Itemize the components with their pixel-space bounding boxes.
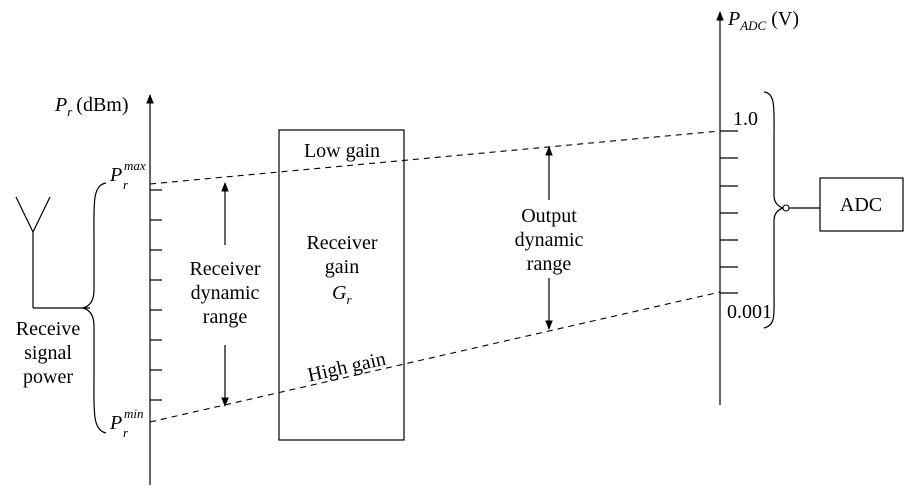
pr-min-superscript: min bbox=[124, 406, 144, 421]
receiver-gain-symbol: Gr bbox=[332, 282, 352, 307]
connector-node bbox=[782, 204, 790, 212]
left-axis-label: Pr(dBm) bbox=[54, 94, 129, 119]
pr-min-subscript: r bbox=[123, 425, 129, 440]
receiver-dynamic-range-line3: range bbox=[203, 306, 248, 328]
high-gain-label: High gain bbox=[306, 348, 388, 387]
receiver-dynamic-range-line2: dynamic bbox=[191, 282, 260, 304]
low-gain-line bbox=[149, 130, 721, 185]
receive-signal-power-line2: signal bbox=[24, 342, 72, 364]
right-axis-label: PADC(V) bbox=[727, 8, 799, 33]
left-axis-ticks bbox=[150, 189, 162, 401]
adc-label: ADC bbox=[840, 194, 882, 216]
right-axis-ticks bbox=[720, 130, 738, 294]
output-dynamic-range-line2: dynamic bbox=[515, 229, 584, 251]
pr-max-superscript: max bbox=[124, 158, 146, 173]
pr-max-subscript: r bbox=[123, 177, 129, 192]
right-top-tick-label: 1.0 bbox=[733, 108, 758, 130]
antenna-icon bbox=[15, 196, 90, 309]
low-gain-label: Low gain bbox=[304, 140, 380, 162]
high-gain-line bbox=[149, 291, 721, 423]
receiver-gain-box bbox=[278, 129, 405, 441]
pr-max-symbol: P bbox=[109, 164, 122, 186]
receiver-gain-title-line2: gain bbox=[325, 256, 359, 278]
right-bottom-tick-label: 0.001 bbox=[727, 301, 772, 323]
adc-box bbox=[819, 177, 904, 232]
output-dynamic-range-line1: Output bbox=[521, 205, 577, 227]
right-brace bbox=[763, 91, 785, 329]
pr-min-symbol: P bbox=[109, 412, 122, 434]
receive-signal-power-line1: Receive bbox=[16, 318, 81, 340]
receiver-dynamic-range-line1: Receiver bbox=[189, 258, 260, 280]
receive-signal-power-line3: power bbox=[23, 366, 73, 388]
output-dynamic-range-line3: range bbox=[527, 253, 572, 275]
receiver-gain-title-line1: Receiver bbox=[306, 232, 377, 254]
left-brace bbox=[80, 182, 107, 434]
